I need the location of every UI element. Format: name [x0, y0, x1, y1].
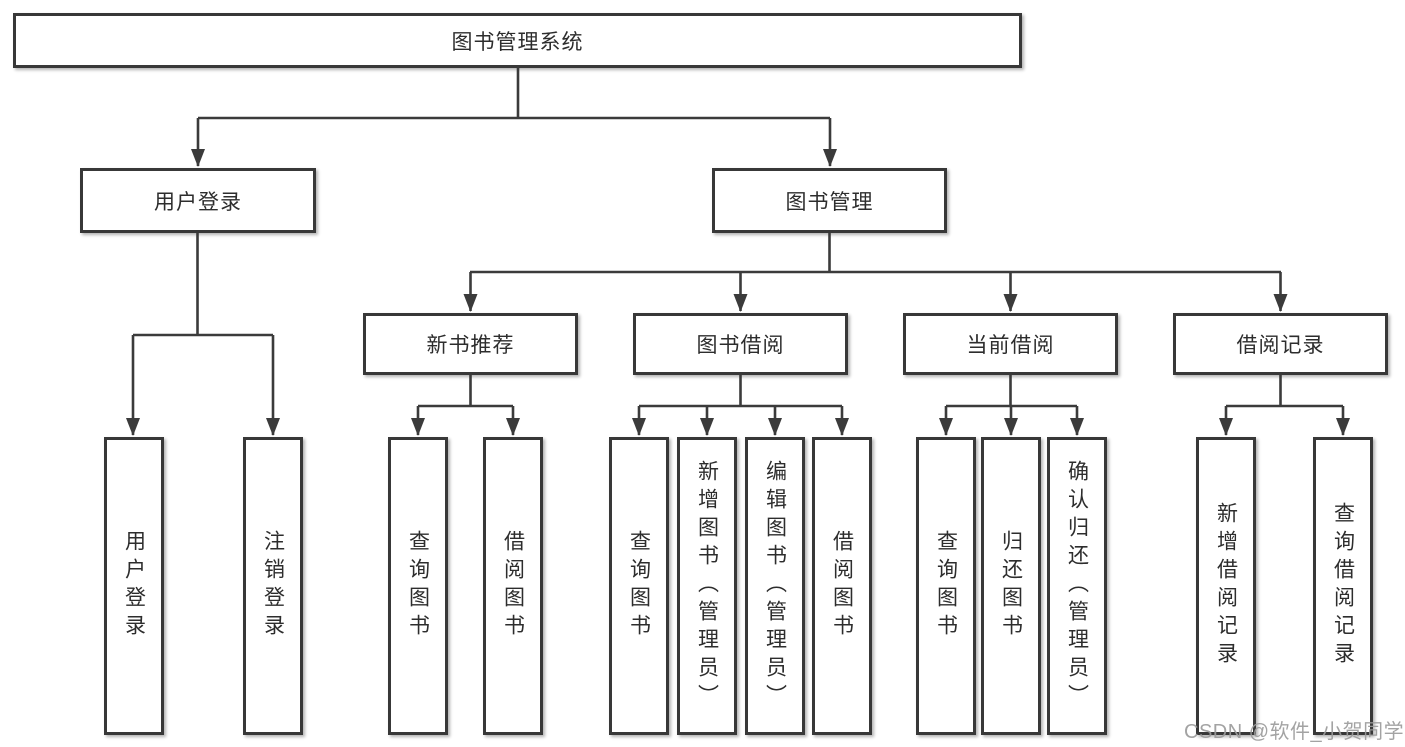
node-leaf-br-add-record-label: 新增借阅记录: [1214, 502, 1238, 670]
node-root-label: 图书管理系统: [451, 30, 584, 54]
node-book-borrow: 图书借阅: [633, 313, 848, 375]
node-leaf-bb-edit-books-admin-label: 编辑图书（管理员）: [763, 460, 787, 712]
node-leaf-bb-borrow-books-label: 借阅图书: [830, 530, 854, 642]
node-leaf-cb-query-books: 查询图书: [916, 437, 976, 735]
node-leaf-logout: 注销登录: [243, 437, 303, 735]
node-current-borrow-label: 当前借阅: [966, 334, 1055, 357]
node-leaf-logout-label: 注销登录: [261, 530, 285, 642]
node-leaf-nb-borrow-books: 借阅图书: [483, 437, 543, 735]
node-leaf-nb-borrow-books-label: 借阅图书: [501, 530, 525, 642]
node-leaf-user-login-label: 用户登录: [122, 530, 146, 642]
node-leaf-user-login: 用户登录: [104, 437, 164, 735]
node-book-borrow-label: 图书借阅: [696, 334, 785, 357]
node-current-borrow: 当前借阅: [903, 313, 1118, 375]
node-leaf-cb-return-books: 归还图书: [981, 437, 1041, 735]
node-leaf-bb-edit-books-admin: 编辑图书（管理员）: [745, 437, 805, 735]
watermark: CSDN @软件_小贺同学: [1184, 721, 1405, 743]
node-leaf-bb-query-books-label: 查询图书: [627, 530, 651, 642]
node-user-login-branch: 用户登录: [80, 168, 316, 233]
node-leaf-cb-confirm-return-admin-label: 确认归还（管理员）: [1065, 460, 1089, 712]
node-leaf-br-add-record: 新增借阅记录: [1196, 437, 1256, 735]
node-book-management-label: 图书管理: [785, 190, 874, 214]
node-leaf-bb-borrow-books: 借阅图书: [812, 437, 872, 735]
node-leaf-cb-query-books-label: 查询图书: [934, 530, 958, 642]
node-leaf-bb-add-books-admin-label: 新增图书（管理员）: [695, 460, 719, 712]
node-book-management: 图书管理: [712, 168, 947, 233]
node-leaf-cb-return-books-label: 归还图书: [999, 530, 1023, 642]
node-leaf-cb-confirm-return-admin: 确认归还（管理员）: [1047, 437, 1107, 735]
node-borrow-records: 借阅记录: [1173, 313, 1388, 375]
node-leaf-bb-add-books-admin: 新增图书（管理员）: [677, 437, 737, 735]
node-user-login-branch-label: 用户登录: [154, 190, 242, 214]
node-leaf-br-query-record: 查询借阅记录: [1313, 437, 1373, 735]
node-new-book-recommend-label: 新书推荐: [426, 334, 515, 357]
node-leaf-nb-query-books-label: 查询图书: [406, 530, 430, 642]
node-leaf-br-query-record-label: 查询借阅记录: [1331, 502, 1355, 670]
node-new-book-recommend: 新书推荐: [363, 313, 578, 375]
node-borrow-records-label: 借阅记录: [1236, 334, 1325, 357]
node-leaf-bb-query-books: 查询图书: [609, 437, 669, 735]
node-root: 图书管理系统: [13, 13, 1022, 68]
node-leaf-nb-query-books: 查询图书: [388, 437, 448, 735]
